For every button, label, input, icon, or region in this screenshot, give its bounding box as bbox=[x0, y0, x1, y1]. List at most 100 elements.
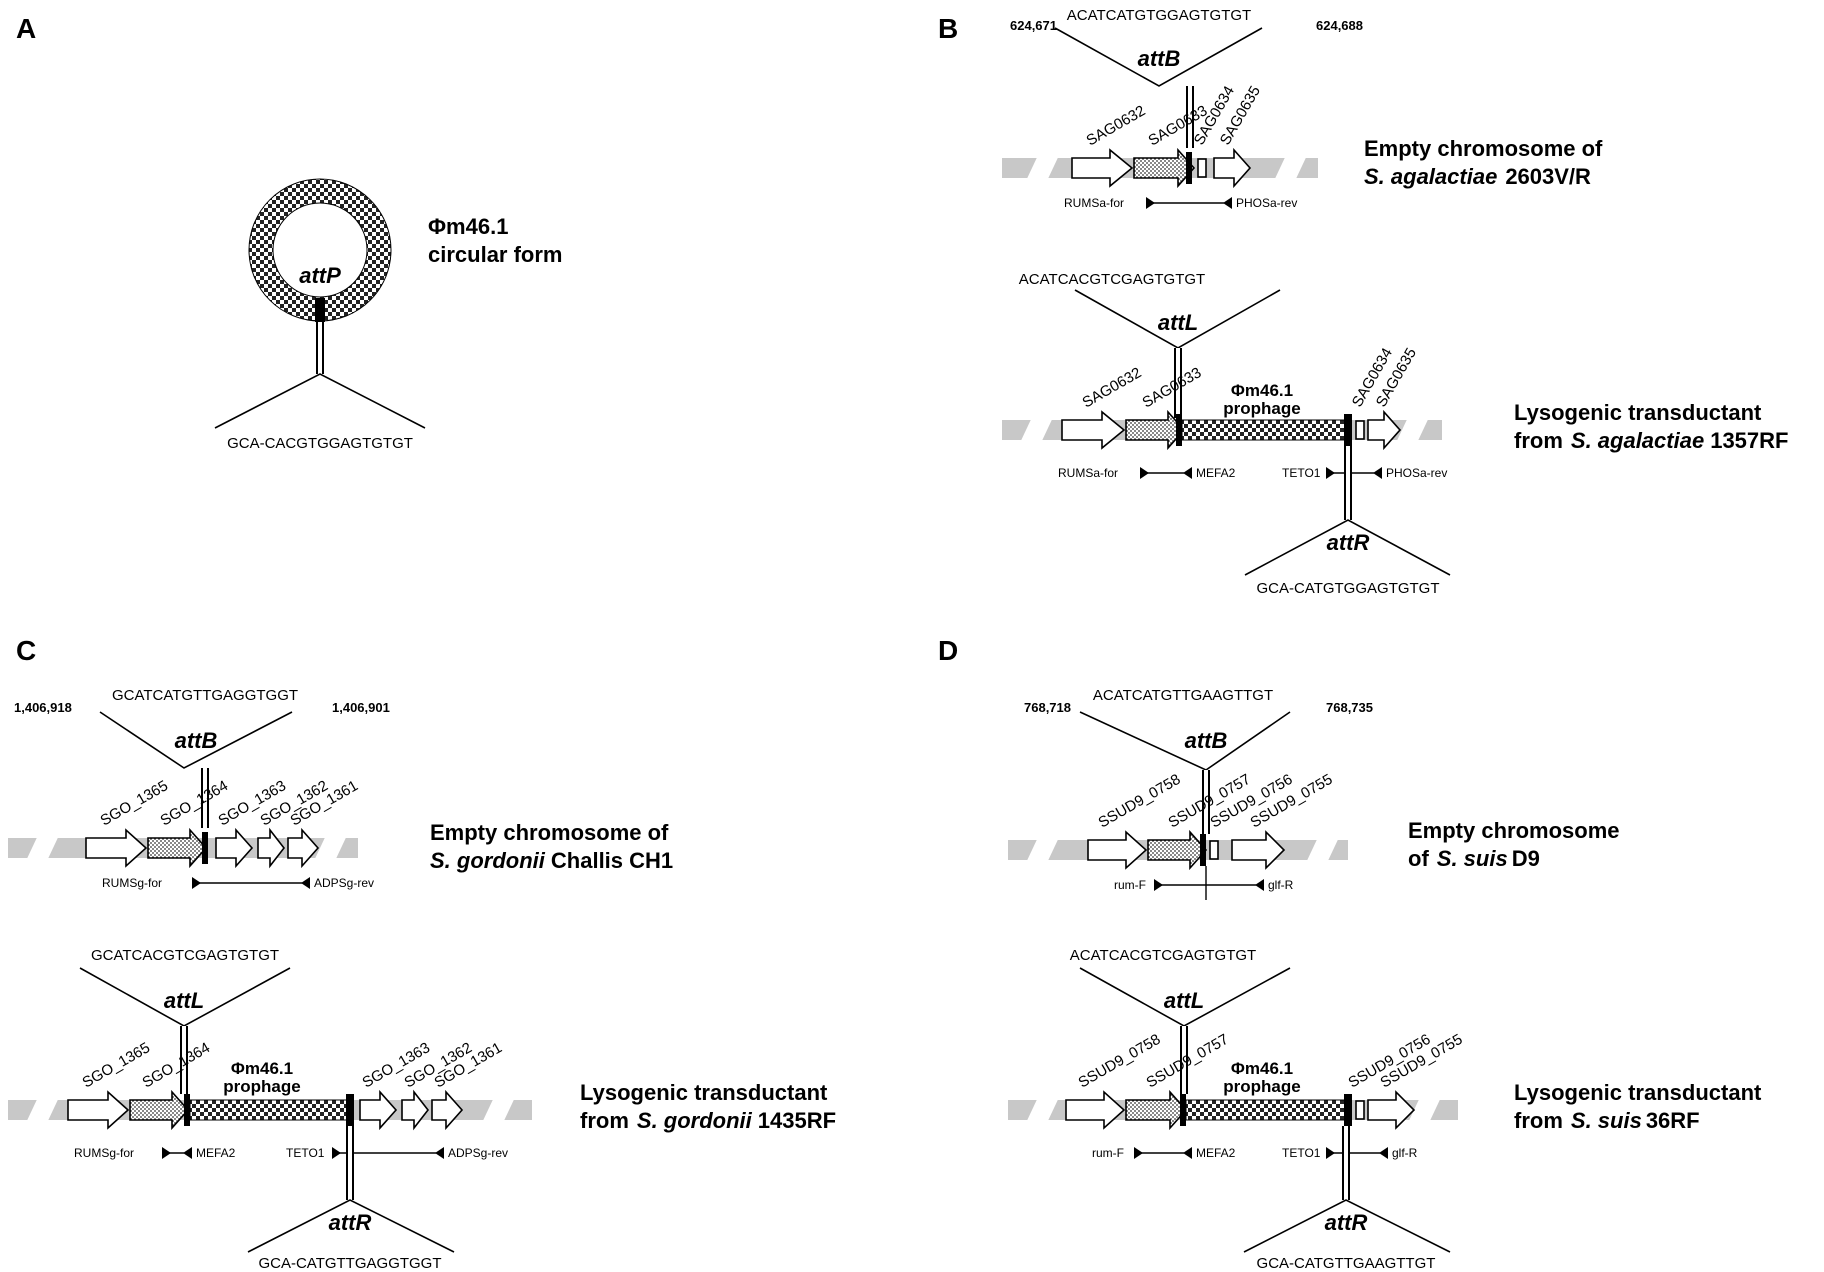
site-attr: attR bbox=[1327, 530, 1370, 555]
panel-b: B ACATCATGTGGAGTGTGT 624,671 624,688 att… bbox=[938, 7, 1788, 597]
caption-strain: 2603V/R bbox=[1505, 164, 1591, 189]
primer-label: ADPSg-rev bbox=[314, 876, 374, 890]
prophage bbox=[1185, 1099, 1349, 1121]
gene-arrow bbox=[85, 828, 148, 868]
coord-right: 624,688 bbox=[1316, 18, 1363, 33]
panel-c: C GCATCATGTTGAGGTGGT 1,406,918 1,406,901… bbox=[8, 635, 836, 1272]
primer-label: TETO1 bbox=[1282, 466, 1321, 480]
gene-arrow bbox=[287, 827, 320, 869]
caption-line-1: Lysogenic transductant bbox=[1514, 400, 1762, 425]
seq-attb: ACATCATGTTGAAGTTGT bbox=[1093, 687, 1273, 704]
gene-arrow bbox=[1231, 830, 1286, 870]
site-attr: attR bbox=[1325, 1210, 1368, 1235]
coord-left: 624,671 bbox=[1010, 18, 1057, 33]
gene-arrow-dotted bbox=[1125, 1089, 1188, 1131]
gene-label: SGO_1364 bbox=[140, 1039, 214, 1091]
seq-attb: ACATCATGTGGAGTGTGT bbox=[1067, 7, 1251, 24]
panel-a: A attP GCA-CACGTGGAGTGTGT Φm46.1 circula… bbox=[16, 13, 563, 452]
site-attp: attP bbox=[299, 263, 341, 288]
caption-species: S. agalactiae bbox=[1571, 428, 1704, 453]
gene-arrow bbox=[1061, 410, 1126, 450]
panel-c-lysogen: GCATCACGTCGAGTGTGT attL Φm46.1 prophage … bbox=[8, 947, 836, 1272]
phage-circle-outline-inner bbox=[272, 202, 368, 298]
gene-arrow bbox=[401, 1089, 430, 1131]
primer-label: rum-F bbox=[1114, 878, 1146, 892]
primer-label: RUMSg-for bbox=[74, 1146, 134, 1160]
caption-line-1: Φm46.1 bbox=[428, 214, 508, 239]
gene-label: SAG0632 bbox=[1084, 102, 1149, 149]
prophage bbox=[1181, 419, 1349, 441]
caption-line-1: Empty chromosome bbox=[1408, 818, 1620, 843]
gene-box bbox=[1209, 840, 1219, 860]
caption-strain: 1357RF bbox=[1710, 428, 1788, 453]
coord-left: 768,718 bbox=[1024, 700, 1071, 715]
gene-arrow bbox=[1213, 147, 1252, 189]
phage-prophage: prophage bbox=[1223, 399, 1300, 418]
caption-species: S. suis bbox=[1437, 846, 1508, 871]
site-attl: attL bbox=[1158, 310, 1198, 335]
gene-arrow bbox=[1367, 1090, 1416, 1130]
prophage bbox=[189, 1099, 349, 1121]
panel-label-b: B bbox=[938, 13, 958, 44]
primer-label: glf-R bbox=[1268, 878, 1294, 892]
caption-line-2: S. agalactiae 2603V/R bbox=[1364, 164, 1591, 189]
gene-box bbox=[1197, 158, 1207, 178]
coord-right: 768,735 bbox=[1326, 700, 1373, 715]
caption-species: S. gordonii bbox=[637, 1108, 753, 1133]
seq-attr: GCA-CATGTTGAAGTTGT bbox=[1257, 1255, 1436, 1272]
panel-d-lysogen: ACATCACGTCGAGTGTGT attL Φm46.1 prophage … bbox=[1008, 947, 1762, 1272]
gene-arrow-dotted bbox=[1133, 147, 1196, 189]
gene-arrow bbox=[1071, 148, 1134, 188]
phage-prophage: prophage bbox=[1223, 1077, 1300, 1096]
panel-label-d: D bbox=[938, 635, 958, 666]
caption-line-1: Empty chromosome of bbox=[430, 820, 669, 845]
seq-attl: ACATCACGTCGAGTGTGT bbox=[1070, 947, 1256, 964]
primer-label: MEFA2 bbox=[1196, 1146, 1236, 1160]
panel-b-empty-chromosome: ACATCATGTGGAGTGTGT 624,671 624,688 attB … bbox=[1002, 7, 1603, 210]
primer-label: glf-R bbox=[1392, 1146, 1418, 1160]
site-attl: attL bbox=[1164, 988, 1204, 1013]
gene-arrow-dotted bbox=[147, 827, 208, 869]
panel-label-c: C bbox=[16, 635, 36, 666]
panel-d-empty-chromosome: ACATCATGTTGAAGTTGT 768,718 768,735 attB … bbox=[1008, 687, 1620, 900]
gene-arrow bbox=[67, 1090, 130, 1130]
panel-b-lysogen: ACATCACGTCGAGTGTGT attL Φm46.1 prophage … bbox=[1002, 271, 1788, 597]
seq-bracket bbox=[1244, 519, 1451, 576]
primer-label: MEFA2 bbox=[1196, 466, 1236, 480]
site-attb: attB bbox=[1185, 728, 1228, 753]
seq-attr: GCA-CATGTGGAGTGTGT bbox=[1256, 580, 1439, 597]
gene-label: SAG0632 bbox=[1080, 364, 1145, 411]
caption-line-1: Empty chromosome of bbox=[1364, 136, 1603, 161]
site-attr: attR bbox=[329, 1210, 372, 1235]
seq-attl: ACATCACGTCGAGTGTGT bbox=[1019, 271, 1205, 288]
phage-prophage: prophage bbox=[223, 1077, 300, 1096]
gene-arrow bbox=[257, 827, 286, 869]
phage-circle bbox=[249, 179, 391, 321]
seq-bracket bbox=[99, 711, 293, 769]
att-marker bbox=[315, 298, 325, 322]
primer-label: RUMSa-for bbox=[1064, 196, 1124, 210]
gene-arrow bbox=[359, 1089, 398, 1131]
primer-label: TETO1 bbox=[1282, 1146, 1321, 1160]
seq-bracket bbox=[214, 373, 426, 429]
caption-strain: 1435RF bbox=[758, 1108, 836, 1133]
gene-arrow-dotted bbox=[1147, 829, 1208, 871]
site-attb: attB bbox=[175, 728, 218, 753]
seq-bracket bbox=[247, 1199, 455, 1253]
panel-label-a: A bbox=[16, 13, 36, 44]
panel-d: D ACATCATGTTGAAGTTGT 768,718 768,735 att… bbox=[938, 635, 1762, 1272]
primer-label: RUMSa-for bbox=[1058, 466, 1118, 480]
gene-label: SGO_1365 bbox=[80, 1039, 154, 1091]
gene-arrow-dotted bbox=[129, 1089, 190, 1131]
caption-strain: Challis CH1 bbox=[551, 848, 673, 873]
caption-species: S. agalactiae bbox=[1364, 164, 1497, 189]
gene-box bbox=[1355, 420, 1365, 440]
caption-species: S. suis bbox=[1571, 1108, 1642, 1133]
gene-label: SAG0633 bbox=[1140, 364, 1205, 411]
